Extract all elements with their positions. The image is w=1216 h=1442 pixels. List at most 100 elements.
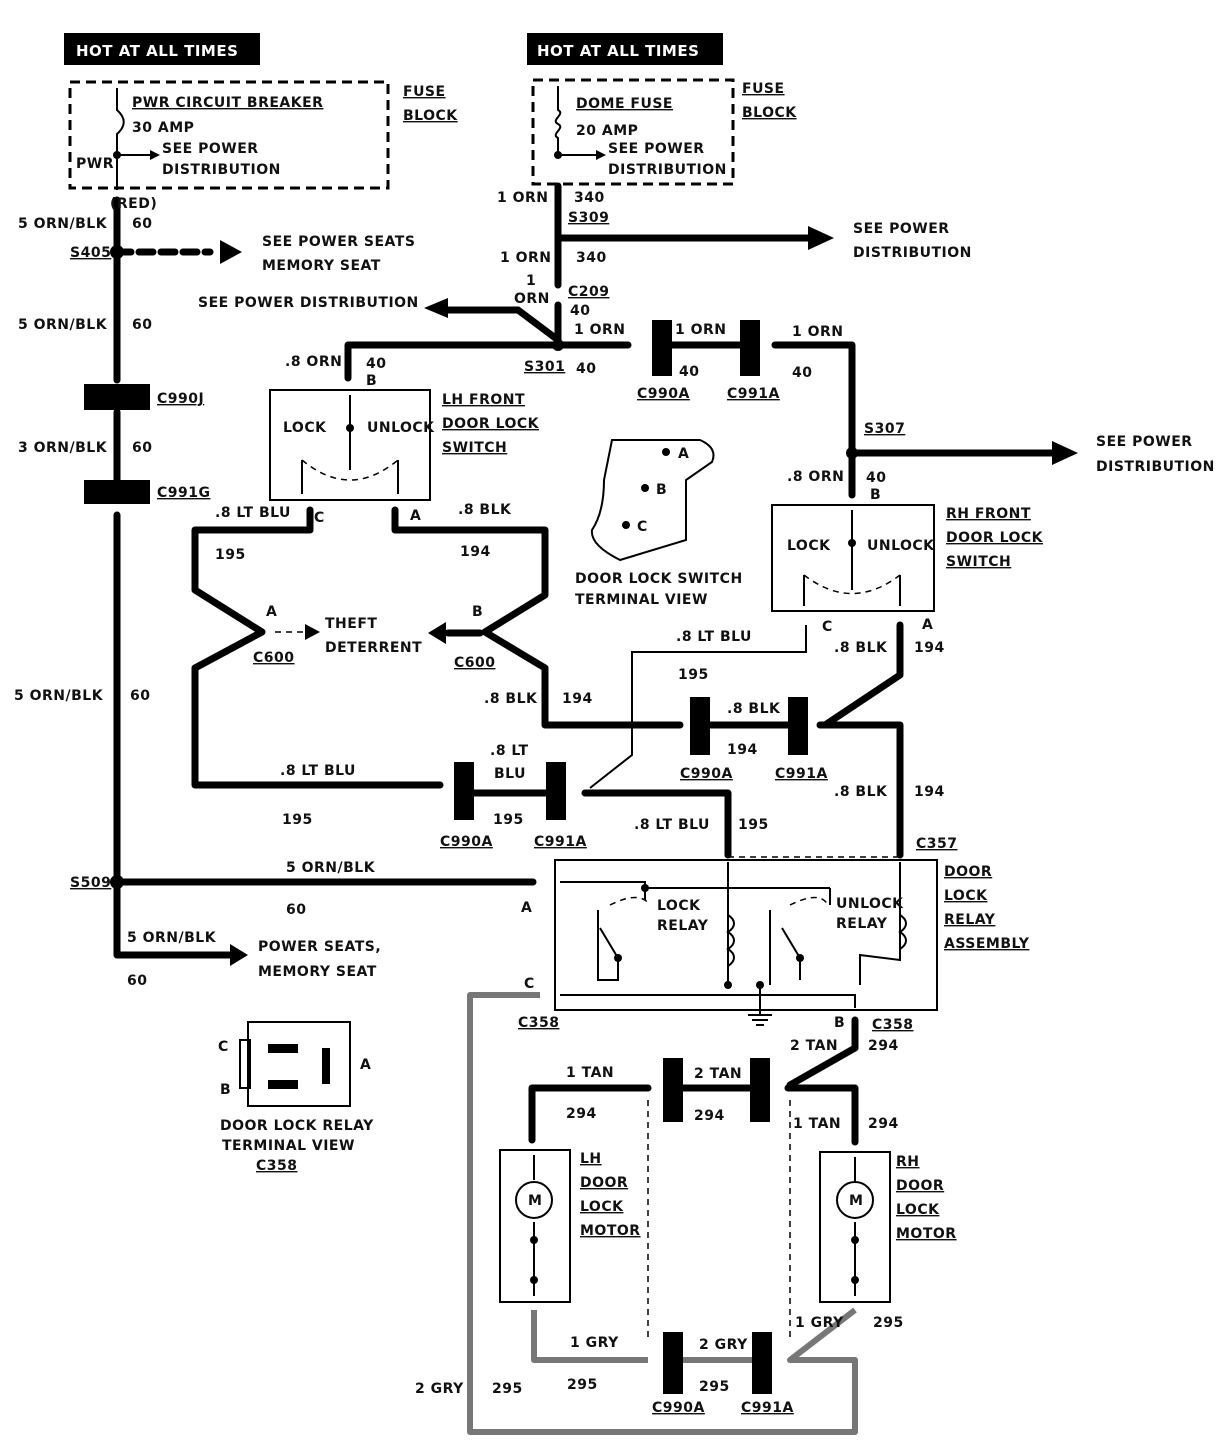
lock-relay-coil [726, 914, 735, 967]
left-wire-3: 3 ORN/BLK [18, 440, 108, 456]
pwr-amp-label: 30 AMP [132, 120, 194, 136]
c990j-label: C990J [157, 391, 204, 407]
splice-dot [554, 151, 562, 159]
c358-label-right: C358 [872, 1017, 914, 1033]
relay-view-tab [239, 1039, 251, 1089]
mid-ltblu2-a: .8 LT [490, 743, 529, 759]
relay-node [796, 954, 804, 962]
relay-node [724, 981, 732, 989]
relay-internal-feed [560, 881, 646, 900]
top-circuit-2: 340 [576, 250, 607, 266]
unlock-relay-label-1: UNLOCK [836, 896, 904, 912]
unlock-relay-actuator [789, 896, 829, 906]
relay-pin-c [268, 1044, 298, 1053]
rh-switch-title-2: DOOR LOCK [946, 530, 1044, 546]
arrow-icon [305, 624, 320, 640]
rh-circuit-a: 194 [914, 640, 945, 656]
hot-label-right: HOT AT ALL TIMES [537, 42, 699, 60]
gry-l-wire: 2 GRY [415, 1381, 464, 1397]
s307-label: S307 [864, 421, 905, 437]
relay-view-c: C [218, 1039, 229, 1055]
splice-s301 [552, 339, 564, 351]
wire-s301-lh-switch [344, 341, 632, 382]
fuse-block-label-2: BLOCK [403, 108, 458, 124]
top-wire-2: 1 ORN [500, 250, 552, 266]
see-power-label-2: SEE POWER [608, 141, 705, 157]
mid-blk-circuit: 194 [562, 691, 593, 707]
lh-switch-title-2: DOOR LOCK [442, 416, 540, 432]
s405-label: S405 [70, 245, 111, 261]
top-wire-3a: 1 [526, 273, 536, 289]
lock-relay-label-1: LOCK [657, 898, 701, 914]
lock-relay-contacts [597, 910, 619, 981]
fuse-block-label-1: FUSE [403, 84, 446, 100]
left-wire-4: 5 ORN/BLK [14, 688, 104, 704]
arrow-icon [428, 622, 446, 644]
wire-294-rh-motor [784, 1084, 859, 1146]
c991a-top-label: C991A [727, 386, 780, 402]
left-wire-1: 5 ORN/BLK [18, 216, 108, 232]
c990a-gry-label: C990A [652, 1400, 705, 1416]
c991a-low-label: C991A [534, 834, 587, 850]
tan-r-circuit: 294 [868, 1116, 899, 1132]
arrow-icon [1052, 441, 1078, 465]
lh-unlock-label: UNLOCK [367, 420, 435, 436]
distribution-label-1: DISTRIBUTION [162, 162, 281, 178]
red-label: (RED) [110, 196, 157, 212]
fuse-block-label-r1: FUSE [742, 81, 785, 97]
rh-switch-title-3: SWITCH [946, 554, 1011, 570]
arrow-icon [150, 150, 160, 160]
lh-switch-wire: .8 ORN [285, 354, 342, 370]
arrow-icon [220, 240, 242, 264]
c991g-label: C991G [157, 485, 211, 501]
wire-195-rh [589, 625, 807, 789]
hot-banner-right [527, 33, 723, 65]
theft-label-1: THEFT [325, 616, 377, 632]
rh-motor-title-3: LOCK [896, 1202, 940, 1218]
s301-circuit: 40 [576, 361, 596, 377]
connector-c991a-gry [752, 1332, 772, 1394]
rh-see-power: SEE POWER [1096, 434, 1193, 450]
fuse-block-right-box [531, 78, 735, 186]
c600-label-1: C600 [253, 650, 295, 666]
wire-194-to-relay [816, 721, 904, 859]
lh-motor-title-3: LOCK [580, 1199, 624, 1215]
see-power-label-1: SEE POWER [162, 141, 259, 157]
wire-295-lh-motor [531, 1310, 648, 1363]
dome-fuse-symbol [554, 86, 596, 156]
top-circuit-3: 40 [570, 303, 590, 319]
wire-295-return [467, 992, 858, 1435]
relay-view-a: A [360, 1057, 371, 1073]
relay-view-b: B [220, 1082, 231, 1098]
left-wire-6: 5 ORN/BLK [127, 930, 217, 946]
pwr-circuit-breaker-label: PWR CIRCUIT BREAKER [132, 95, 323, 111]
mid-blk2-wire: .8 BLK [727, 701, 781, 717]
relay-internal-bottom [560, 994, 856, 1008]
rh-motor-m: M [849, 1193, 863, 1209]
relay-node [614, 954, 622, 962]
left-circuit-3: 60 [132, 440, 152, 456]
see-power-label: SEE POWER [853, 221, 950, 237]
terminal-dot-c [622, 521, 630, 529]
rh-switch-term-b: B [870, 487, 881, 503]
tan2-circuit: 294 [868, 1038, 899, 1054]
top-wire-1: 1 ORN [497, 190, 549, 206]
relay-term-c: C [524, 976, 535, 992]
rh-switch-wire: .8 ORN [787, 469, 844, 485]
terminal-b-label: B [656, 482, 667, 498]
lh-motor-icon [515, 1181, 553, 1219]
connector-c990a-gry [663, 1332, 683, 1394]
terminal-a-label: A [678, 446, 689, 462]
wire-to-rh-switch [771, 341, 856, 499]
arrow-icon [596, 150, 606, 160]
rh-motor-title-1: RH [896, 1154, 920, 1170]
lh-circuit-a: 194 [460, 544, 491, 560]
connector-c990a-top [652, 320, 672, 376]
lh-switch-title-1: LH FRONT [442, 392, 525, 408]
top-circuit-1: 340 [574, 190, 605, 206]
wire-195-lh [191, 506, 444, 789]
mid-ltblu-circuit: 195 [282, 812, 313, 828]
unlock-relay-label-2: RELAY [836, 916, 888, 932]
lh-switch-title-3: SWITCH [442, 440, 507, 456]
rh-circuit-c: 195 [678, 667, 709, 683]
